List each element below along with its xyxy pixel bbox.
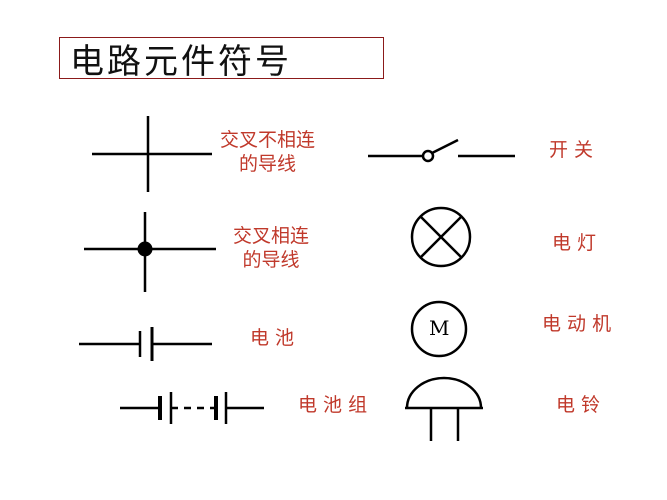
battery-pack-symbol: [120, 392, 264, 424]
crossing-connected-label: 交叉相连 的导线: [233, 224, 309, 272]
motor-label: 电 动 机: [542, 313, 612, 335]
battery-pack-label: 电 池 组: [298, 394, 368, 416]
lamp-symbol: [410, 206, 472, 268]
crossing-wires-connected-symbol: [84, 212, 216, 292]
bell-label: 电 铃: [556, 394, 601, 416]
crossing-unconnected-label-line1: 交叉不相连: [220, 129, 316, 151]
motor-symbol: [410, 300, 468, 358]
crossing-connected-label-line2: 的导线: [242, 249, 300, 271]
crossing-connected-label-line1: 交叉相连: [233, 225, 310, 247]
page-title: 电路元件符号: [59, 37, 384, 82]
switch-label: 开 关: [549, 139, 594, 161]
switch-symbol: [368, 138, 515, 163]
crossing-unconnected-label: 交叉不相连 的导线: [220, 128, 315, 176]
motor-letter: M: [429, 316, 450, 340]
battery-label: 电 池: [250, 327, 295, 349]
bell-symbol: [405, 376, 483, 441]
crossing-unconnected-label-line2: 的导线: [239, 153, 297, 175]
lamp-label: 电 灯: [552, 232, 597, 254]
battery-cell-symbol: [79, 327, 212, 361]
crossing-wires-unconnected-symbol: [92, 116, 212, 192]
